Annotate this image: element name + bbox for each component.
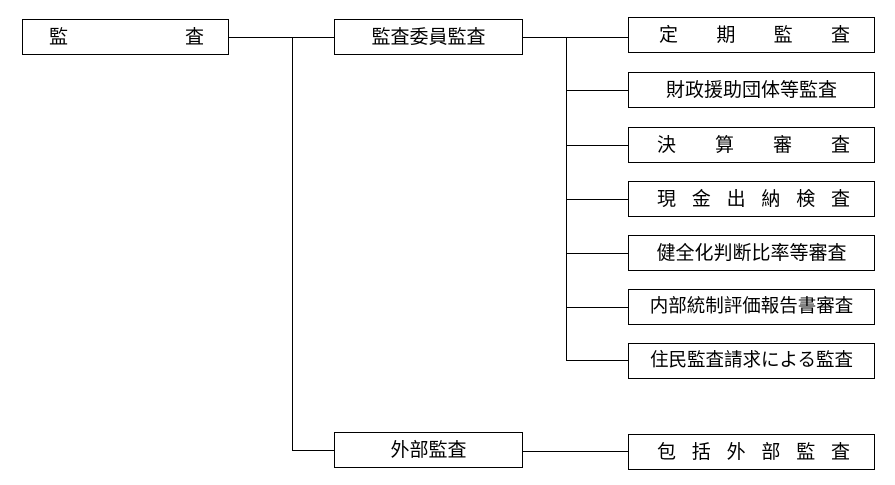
resident-audit-request-label: 住民監査請求による監査 (650, 350, 853, 371)
subsidized-organization-audit-label: 財政援助団体等監査 (665, 79, 837, 101)
financial-soundness-review-box: 健全化判断比率等審査 (628, 235, 875, 271)
audit-root-box: 監 査 (22, 19, 229, 55)
comprehensive-external-audit-box: 包 括 外 部 監 査 (628, 434, 875, 470)
internal-control-report-review-label: 内部統制評価報告書審査 (649, 296, 854, 317)
periodic-audit-label: 定 期 監 査 (659, 24, 850, 46)
audit-root-label: 監 査 (49, 26, 204, 48)
settlement-review-box: 決 算 審 査 (628, 127, 875, 163)
periodic-audit-box: 定 期 監 査 (628, 17, 875, 53)
audit-committee-box: 監査委員監査 (334, 19, 523, 55)
internal-control-report-review-box: 内部統制評価報告書審査 (628, 289, 875, 325)
cash-inspection-label: 現 金 出 納 検 査 (657, 188, 850, 210)
audit-committee-label: 監査委員監査 (371, 26, 486, 48)
settlement-review-label: 決 算 審 査 (657, 134, 850, 156)
cash-inspection-box: 現 金 出 納 検 査 (628, 181, 875, 217)
resident-audit-request-box: 住民監査請求による監査 (628, 343, 875, 379)
external-audit-box: 外部監査 (334, 432, 523, 468)
comprehensive-external-audit-label: 包 括 外 部 監 査 (657, 441, 850, 463)
external-audit-label: 外部監査 (390, 439, 467, 461)
subsidized-organization-audit-box: 財政援助団体等監査 (628, 72, 875, 108)
financial-soundness-review-label: 健全化判断比率等審査 (656, 242, 847, 264)
